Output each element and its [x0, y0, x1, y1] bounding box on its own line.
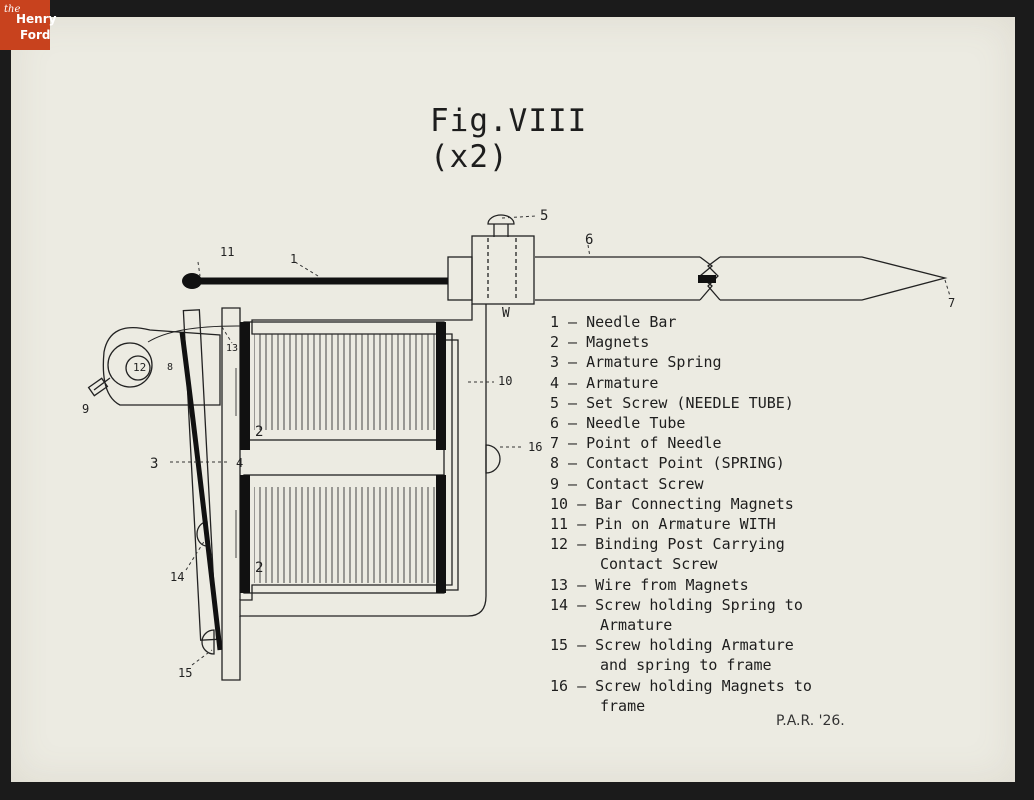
legend-item: 8 – Contact Point (SPRING) — [550, 454, 785, 473]
armature — [182, 309, 218, 641]
upper-coil-windings — [254, 334, 438, 430]
binding-post-ring — [107, 342, 153, 388]
callout-w: W — [502, 306, 510, 321]
legend-item: 11 – Pin on Armature WITH — [550, 515, 776, 534]
artist-initials: P.A.R. '26. — [776, 713, 845, 729]
leader-lines — [170, 215, 951, 666]
screw-16 — [485, 444, 501, 474]
henry-ford-logo: the Henry Ford — [0, 0, 56, 50]
legend-item: 9 – Contact Screw — [550, 474, 704, 493]
tube-break-mark — [698, 275, 716, 283]
tube-holder — [471, 235, 535, 305]
legend-item: 3 – Armature Spring — [550, 353, 722, 372]
logo-the: the — [4, 4, 21, 15]
callout-6: 6 — [585, 232, 594, 248]
armature-pin — [182, 273, 202, 289]
legend-item: 5 – Set Screw (NEEDLE TUBE) — [550, 393, 794, 412]
parts-legend: 1 – Needle Bar 2 – Magnets 3 – Armature … — [550, 312, 890, 716]
lower-magnet-left-pole — [240, 475, 250, 593]
figure-title: Fig.VIII (x2) — [430, 103, 588, 175]
legend-item: 10 – Bar Connecting Magnets — [550, 494, 794, 513]
legend-item: 1 – Needle Bar — [550, 313, 677, 331]
binding-post — [102, 326, 221, 406]
legend-item: 13 – Wire from Magnets — [550, 575, 749, 594]
callout-13: 13 — [226, 343, 239, 354]
callout-9: 9 — [82, 402, 90, 416]
armature-spring — [179, 331, 223, 651]
paper-sheet — [11, 17, 1015, 782]
upper-magnet-left-pole — [240, 322, 250, 450]
lower-magnet-right-pole — [436, 475, 446, 593]
callout-4: 4 — [236, 456, 244, 470]
callout-12: 12 — [133, 361, 147, 374]
set-screw-head — [487, 214, 515, 225]
needle-bar-end — [447, 256, 473, 301]
callout-1: 1 — [290, 252, 298, 266]
callout-7: 7 — [948, 296, 956, 310]
tube-break-right — [707, 256, 721, 301]
logo-henry: Henry — [16, 12, 57, 26]
legend-item: 6 – Needle Tube — [550, 414, 686, 433]
binding-post-12 — [125, 355, 151, 381]
callout-8: 8 — [167, 362, 174, 373]
upper-magnet-right-pole — [436, 322, 446, 450]
callout-5: 5 — [540, 208, 549, 224]
callout-2-lower: 2 — [255, 560, 264, 576]
callout-11: 11 — [220, 245, 235, 259]
legend-item: 2 – Magnets — [550, 333, 650, 352]
frame-upright — [221, 307, 241, 681]
legend-item: 7 – Point of Needle — [550, 434, 722, 453]
lower-coil-windings — [254, 487, 438, 583]
legend-item: 4 – Armature — [550, 373, 659, 392]
callout-15: 15 — [178, 666, 193, 680]
callout-10: 10 — [498, 374, 513, 388]
callout-16: 16 — [528, 440, 543, 454]
logo-ford: Ford — [20, 28, 51, 42]
needle-tube — [535, 256, 948, 301]
connecting-bar — [443, 339, 459, 591]
callout-14: 14 — [170, 570, 185, 584]
callout-2-upper: 2 — [255, 424, 264, 440]
screw-15 — [201, 629, 215, 655]
callout-3: 3 — [150, 456, 159, 472]
